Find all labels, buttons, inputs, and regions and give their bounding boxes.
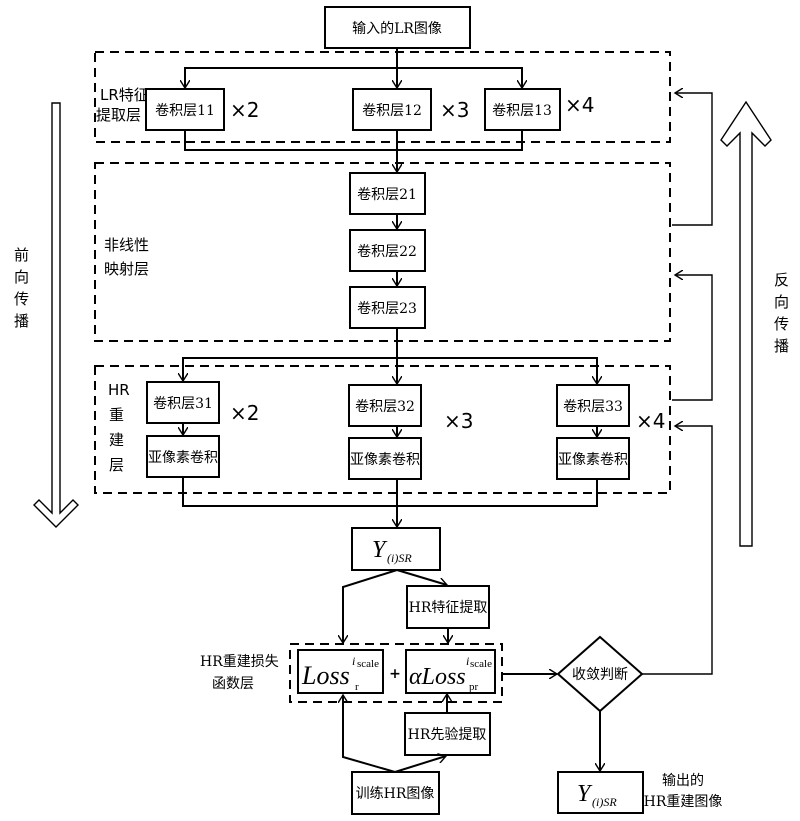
multiplier-x4: ×4 [636,409,665,433]
backward-label-4: 播 [774,337,789,355]
svg-text:(i)SR: (i)SR [592,795,617,809]
forward-propagation-arrow-icon [33,102,79,528]
arrow [394,756,446,773]
hr-recon-label-3: 建 [109,431,124,449]
lr-split-connector [184,67,523,89]
svg-text:亚像素卷积: 亚像素卷积 [558,452,628,468]
svg-text:HR特征提取: HR特征提取 [409,600,488,616]
lr-merge-connector [184,130,523,151]
conv-layer-12: 卷积层12 [352,88,432,131]
svg-text:亚像素卷积: 亚像素卷积 [350,452,420,468]
multiplier-x3: ×3 [444,409,473,433]
svg-text:pr: pr [469,681,479,693]
hr-recon-label-2: 重 [109,406,124,424]
svg-text:卷积层23: 卷积层23 [357,301,417,317]
hr-recon-label-hr: HR [108,381,130,399]
feedback-to-nonlinear-layer [672,275,713,401]
connector [342,696,396,773]
svg-text:卷积层13: 卷积层13 [492,103,552,119]
hr-feature-extract-box: HR特征提取 [406,585,490,629]
lr-feature-layer-label-1: LR特征 [100,86,149,104]
loss-r-box: Loss i scale r [297,649,384,694]
svg-text:训练HR图像: 训练HR图像 [356,786,435,802]
input-lr-image-box: 输入的LR图像 [324,6,471,49]
conv-layer-21: 卷积层21 [349,172,426,215]
svg-text:HR先验提取: HR先验提取 [408,727,487,743]
multiplier-x3: ×3 [440,98,469,122]
conv-layer-32: 卷积层32 [348,384,422,427]
svg-text:i: i [352,654,355,668]
svg-text:卷积层32: 卷积层32 [355,399,415,415]
svg-text:i: i [466,654,469,668]
svg-text:Y: Y [577,781,593,807]
backward-propagation-arrow-icon [720,100,772,547]
svg-text:卷积层31: 卷积层31 [153,396,213,412]
hr-merge-connector [182,477,598,507]
svg-text:scale: scale [470,658,492,670]
backward-label-3: 传 [774,315,789,333]
svg-text:卷积层33: 卷积层33 [563,399,623,415]
multiplier-x2: ×2 [230,98,259,122]
multiplier-x2: ×2 [230,401,259,425]
final-output-box: Y (i)SR [557,771,644,814]
subpixel-conv-1: 亚像素卷积 [146,435,220,478]
svg-text:scale: scale [357,658,379,670]
loss-pr-box: αLoss i scale pr [405,649,496,694]
svg-text:卷积层22: 卷积层22 [357,244,417,260]
connector [342,569,398,640]
forward-label-4: 播 [14,312,29,330]
conv-layer-13: 卷积层13 [484,88,561,131]
svg-text:卷积层11: 卷积层11 [155,103,215,119]
conv-layer-11: 卷积层11 [145,88,225,131]
arrow [396,569,447,585]
svg-text:收敛判断: 收敛判断 [572,667,628,683]
conv-layer-22: 卷积层22 [349,229,426,272]
conv-layer-33: 卷积层33 [556,384,630,427]
hr-prior-extract-box: HR先验提取 [404,712,491,756]
final-output-caption-2: HR重建图像 [644,794,723,810]
conv-layer-31: 卷积层31 [146,381,220,424]
lr-feature-layer-label-2: 提取层 [96,106,141,124]
hr-split-connector [182,357,598,383]
hr-recon-layer-frame [94,365,671,494]
subpixel-conv-2: 亚像素卷积 [348,437,422,480]
svg-text:卷积层12: 卷积层12 [362,103,422,119]
forward-label-3: 传 [14,290,29,308]
svg-text:αLoss: αLoss [409,664,466,690]
feedback-to-lr-layer [672,93,713,226]
subpixel-conv-3: 亚像素卷积 [556,437,630,480]
nonlinear-layer-label-2: 映射层 [104,260,149,278]
svg-text:Y: Y [372,537,388,563]
svg-text:Loss: Loss [301,661,350,690]
forward-label-2: 向 [14,268,29,286]
svg-text:r: r [355,681,359,693]
backward-label-2: 向 [774,293,789,311]
forward-label-1: 前 [14,246,29,264]
convergence-decision: 收敛判断 [556,635,644,713]
svg-text:(i)SR: (i)SR [387,551,412,565]
multiplier-x4: ×4 [565,93,594,117]
final-output-caption-1: 输出的 [662,773,704,789]
feedback-to-hr-layer [642,426,713,675]
conv-layer-23: 卷积层23 [349,286,426,329]
lr-feature-layer-frame [94,51,671,143]
plus-sign: + [389,666,401,682]
loss-layer-label-1: HR重建损失 [200,654,279,670]
nonlinear-layer-label-1: 非线性 [104,236,149,254]
hr-recon-label-4: 层 [109,456,124,474]
input-lr-image-label: 输入的LR图像 [352,21,442,37]
backward-label-1: 反 [774,271,789,289]
svg-text:亚像素卷积: 亚像素卷积 [148,450,218,466]
sr-output-box: Y (i)SR [351,527,441,571]
loss-layer-label-2: 函数层 [212,676,254,692]
nonlinear-layer-frame [94,162,671,342]
svg-text:卷积层21: 卷积层21 [357,187,417,203]
train-hr-image-box: 训练HR图像 [351,771,440,815]
